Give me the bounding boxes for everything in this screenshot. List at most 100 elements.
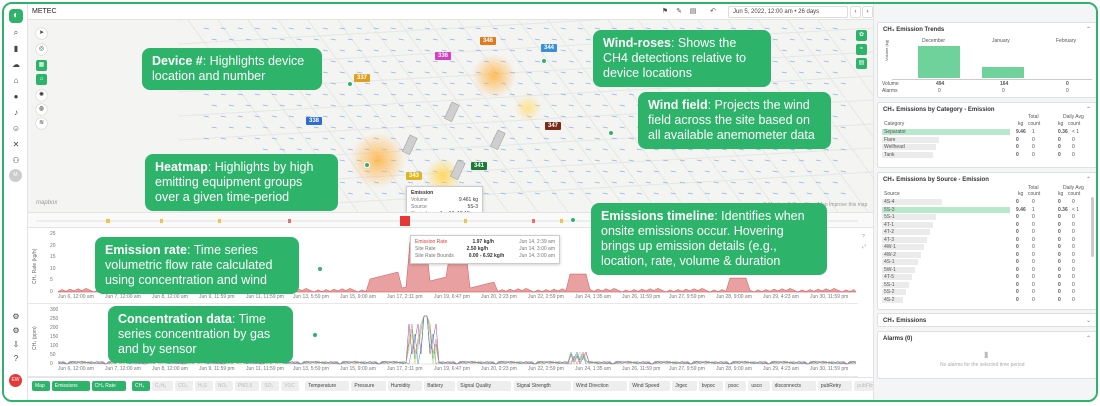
row-name[interactable]: 4T-3 xyxy=(884,236,895,243)
edit-icon[interactable]: ✎ xyxy=(676,8,682,15)
device-marker[interactable]: 336 xyxy=(435,52,452,60)
param-toggle[interactable]: Pressure xyxy=(351,381,386,391)
timeline-event[interactable] xyxy=(560,219,563,223)
flag-icon[interactable]: ⚑ xyxy=(661,8,669,15)
row-name[interactable]: Separator xyxy=(884,129,906,135)
person-icon[interactable]: ☺ xyxy=(11,124,21,133)
help-icon[interactable]: ? xyxy=(13,354,19,363)
row-name[interactable]: 4W-2 xyxy=(884,251,896,258)
help-icon[interactable]: ? xyxy=(862,234,865,240)
collapse-chevron-icon[interactable]: ⌃ xyxy=(1085,27,1091,33)
timeline-event-selected[interactable] xyxy=(400,216,410,226)
timeline-event[interactable] xyxy=(288,219,291,223)
search-icon[interactable]: ⌕ xyxy=(13,28,19,37)
view-tab[interactable]: CH₄ Rate xyxy=(91,381,126,391)
row-name[interactable]: Flare xyxy=(884,136,896,143)
device-settings-icon[interactable]: ⚙ xyxy=(12,326,20,335)
param-toggle[interactable]: pubFlow xyxy=(854,381,886,391)
row-name[interactable]: 5S-2 xyxy=(884,289,895,295)
param-toggle[interactable]: usco xyxy=(748,381,770,391)
equipment-layer-button[interactable]: ⌂ xyxy=(36,74,47,85)
gas-toggle[interactable]: NO₂ xyxy=(214,381,233,391)
location-icon[interactable]: ● xyxy=(13,92,19,101)
target-icon[interactable]: ◎ xyxy=(36,44,47,55)
device-marker[interactable]: 347 xyxy=(545,122,562,130)
alarm-bell-icon[interactable]: ♪ xyxy=(14,108,18,117)
row-name[interactable]: 4S-2 xyxy=(884,296,895,303)
compass-icon[interactable]: ➤ xyxy=(36,28,47,39)
param-toggle[interactable]: Battery xyxy=(424,381,456,391)
user-avatar[interactable]: EW xyxy=(9,374,22,387)
stack-layers-icon[interactable]: ≋ xyxy=(36,118,47,129)
heat-layer-icon[interactable]: ✺ xyxy=(36,90,47,101)
gas-toggle[interactable]: VOC xyxy=(281,381,300,391)
param-toggle[interactable]: Jrgec xyxy=(672,381,697,391)
gas-toggle[interactable]: SO₂ xyxy=(261,381,280,391)
row-name[interactable]: 4W-1 xyxy=(884,244,896,250)
mapbox-logo[interactable]: mapbox xyxy=(36,200,58,206)
equipment-shape[interactable] xyxy=(450,159,466,181)
site-avatar[interactable]: M xyxy=(9,169,22,182)
ch4-emissions-card[interactable]: CH₄ Emissions ⌄ xyxy=(877,313,1096,327)
row-name[interactable]: 5S-1 xyxy=(884,281,895,288)
timeline-event[interactable] xyxy=(160,219,163,223)
timeline-event[interactable] xyxy=(464,219,467,223)
row-name[interactable]: 5S-1 xyxy=(884,214,895,220)
equipment-shape[interactable] xyxy=(444,101,460,123)
undo-icon[interactable]: ↶ xyxy=(710,8,716,15)
gas-toggle[interactable]: C₂H₆ xyxy=(151,381,174,391)
windrose-toggle-button[interactable]: ✿ xyxy=(856,30,867,41)
gas-toggle[interactable]: PM2.5 xyxy=(234,381,260,391)
gas-toggle[interactable]: CH₄ xyxy=(132,381,150,391)
sensor-layer-icon[interactable]: ◍ xyxy=(36,104,47,115)
device-marker[interactable]: 346 xyxy=(480,37,497,45)
param-toggle[interactable]: Humidity xyxy=(387,381,423,391)
expand-chevron-icon[interactable]: ⌄ xyxy=(1085,318,1091,324)
device-marker[interactable]: 344 xyxy=(541,44,558,52)
collapse-chevron-icon[interactable]: ⌃ xyxy=(1085,336,1091,342)
param-toggle[interactable]: Wind Speed xyxy=(629,381,671,391)
layers-icon[interactable]: ▤ xyxy=(689,8,697,15)
row-name[interactable]: 4T-1 xyxy=(884,221,895,228)
row-name[interactable]: 5W-1 xyxy=(884,266,896,273)
heatmap-toggle-button[interactable]: ▤ xyxy=(856,58,867,69)
param-toggle[interactable]: psoc xyxy=(725,381,747,391)
prev-range-button[interactable]: ‹ xyxy=(850,6,861,18)
download-icon[interactable]: ⇩ xyxy=(12,340,20,349)
timeline-event[interactable] xyxy=(218,219,221,223)
row-name[interactable]: 4S-4 xyxy=(884,199,895,205)
tools-icon[interactable]: ✕ xyxy=(12,140,20,149)
scrollbar[interactable] xyxy=(1091,197,1094,257)
row-name[interactable]: 4T-2 xyxy=(884,229,895,235)
param-toggle[interactable]: Signal Strength xyxy=(513,381,571,391)
device-marker[interactable]: 337 xyxy=(354,74,371,82)
gas-toggle[interactable]: CO₂ xyxy=(175,381,193,391)
param-toggle[interactable]: Temperature xyxy=(305,381,350,391)
equipment-shape[interactable] xyxy=(490,129,506,151)
settings-gear-icon[interactable]: ⚙ xyxy=(12,312,20,321)
expand-icon[interactable]: ⤢ xyxy=(862,244,867,250)
chart-icon[interactable]: ▮ xyxy=(13,44,19,53)
param-toggle[interactable]: Wind Direction xyxy=(573,381,628,391)
wind-toggle-button[interactable]: ≈ xyxy=(856,44,867,55)
users-icon[interactable]: ⚇ xyxy=(12,156,20,165)
timeline-event[interactable] xyxy=(532,219,535,223)
gas-toggle[interactable]: H₂S xyxy=(195,381,213,391)
row-name[interactable]: Wellhead xyxy=(884,144,905,150)
device-marker[interactable]: 338 xyxy=(306,117,323,125)
trend-bar[interactable] xyxy=(918,46,960,78)
collapse-chevron-icon[interactable]: ⌃ xyxy=(1085,177,1091,183)
view-tab[interactable]: Map xyxy=(32,381,50,391)
org-icon[interactable]: ⌂ xyxy=(13,76,19,85)
param-toggle[interactable]: pubRetry xyxy=(817,381,853,391)
date-range-picker[interactable]: Jun 5, 2022, 12:00 am • 26 days xyxy=(728,6,848,18)
map-layer-button[interactable]: ▦ xyxy=(36,60,47,71)
view-tab[interactable]: Emissions xyxy=(51,381,90,391)
next-range-button[interactable]: › xyxy=(862,6,873,18)
param-toggle[interactable]: bvpoc xyxy=(698,381,724,391)
device-marker[interactable]: 343 xyxy=(406,172,423,180)
timeline-event[interactable] xyxy=(106,219,110,223)
row-name[interactable]: 4S-1 xyxy=(884,259,895,265)
device-marker[interactable]: 341 xyxy=(471,162,488,170)
